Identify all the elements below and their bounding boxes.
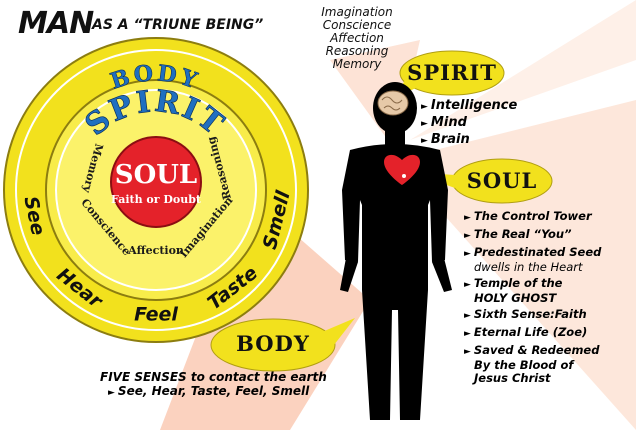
soul-items-list: ►The Control Tower ►The Real “You” ►Pred…	[464, 210, 634, 388]
spirit-bubble	[399, 50, 505, 96]
top-word: Reasoning	[325, 44, 389, 58]
circle-soul-label: SOUL	[115, 160, 197, 190]
spirit-item: ►Intelligence	[421, 98, 518, 113]
top-word: Affection	[330, 31, 384, 45]
title-man: MAN	[18, 6, 94, 41]
arrow-right-icon: ►	[464, 347, 471, 357]
ray-left	[160, 195, 370, 430]
spirit-items-list: ►Intelligence ►Mind ►Brain	[421, 98, 517, 149]
arrow-right-icon: ►	[464, 213, 471, 223]
top-word: Conscience	[322, 18, 392, 32]
heart-icon	[384, 154, 420, 185]
heart-spark	[402, 174, 406, 178]
body-bubble-label: BODY	[236, 331, 310, 356]
brain-icon	[377, 90, 409, 116]
body-bubble-tail	[322, 318, 355, 350]
top-word: Imagination	[321, 5, 393, 19]
arrow-right-icon: ►	[464, 280, 471, 290]
ray-top-right	[410, 0, 636, 140]
brain-folds	[381, 96, 403, 111]
spirit-ring-word: Affection	[127, 244, 184, 257]
soul-circle	[110, 136, 202, 228]
soul-item: ►Sixth Sense:Faith	[464, 307, 587, 322]
soul-item: ►Eternal Life (Zoe)	[464, 325, 588, 340]
senses-line1: FIVE SENSES to contact the earth	[100, 370, 327, 384]
top-word: Memory	[332, 57, 382, 71]
arrow-right-icon: ►	[421, 102, 428, 112]
arrow-right-icon: ►	[464, 249, 471, 259]
soul-item: ►The Control Tower	[464, 209, 592, 224]
body-ring-inner-edge	[15, 49, 297, 331]
spirit-item: ►Brain	[421, 132, 470, 147]
circle-soul-sub: Faith or Doubt	[111, 193, 202, 206]
top-soul-words: Imagination Conscience Affection Reasoni…	[302, 6, 412, 71]
arrow-right-icon: ►	[464, 329, 471, 339]
body-ring-word: Feel	[134, 304, 178, 326]
spirit-item: ►Mind	[421, 115, 467, 130]
five-senses-caption: FIVE SENSES to contact the earth ►See, H…	[100, 370, 327, 400]
body-bubble	[210, 318, 336, 372]
arrow-right-icon: ►	[421, 119, 428, 129]
arrow-right-icon: ►	[464, 231, 471, 241]
title-subtitle: AS A “TRIUNE BEING”	[92, 17, 264, 33]
soul-bubble-label: SOUL	[466, 168, 538, 193]
arrow-right-icon: ►	[421, 136, 428, 146]
spirit-bubble-label: SPIRIT	[407, 60, 497, 85]
soul-item: ►The Real “You”	[464, 227, 572, 242]
senses-line2: ►See, Hear, Taste, Feel, Smell	[108, 384, 310, 398]
arrow-right-icon: ►	[464, 311, 471, 321]
arrow-right-icon: ►	[108, 388, 115, 398]
